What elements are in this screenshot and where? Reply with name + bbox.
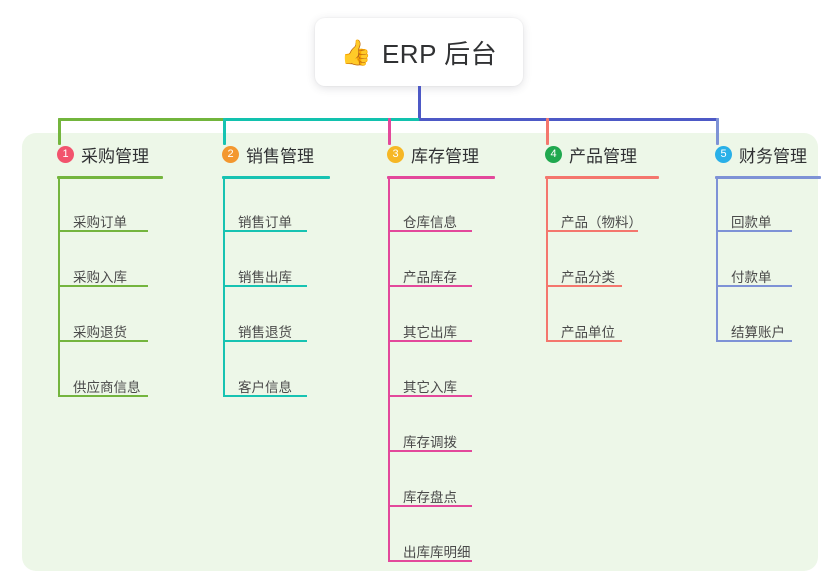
leaf-item[interactable]: 回款单: [731, 215, 772, 230]
leaf-item[interactable]: 销售出库: [238, 270, 292, 285]
leaf-underline: [716, 285, 792, 287]
branch-underline-5: [715, 176, 821, 179]
branch-spine-2: [223, 179, 225, 395]
leaf-underline: [388, 560, 472, 562]
leaf-item[interactable]: 结算账户: [731, 325, 785, 340]
branch-header-4[interactable]: 4 产品管理: [529, 140, 637, 168]
leaf-underline: [546, 230, 638, 232]
leaf-item[interactable]: 销售订单: [238, 215, 292, 230]
branch-column-4: 4 产品管理产品（物料） 产品分类产品单位: [529, 140, 659, 342]
leaf-underline: [388, 450, 472, 452]
root-node-card[interactable]: 👍 ERP 后台: [315, 18, 523, 86]
bus-segment-3: [419, 118, 719, 121]
leaf-item[interactable]: 出库库明细: [403, 545, 471, 560]
leaf-item[interactable]: 产品（物料）: [561, 215, 642, 230]
branch-drop-1: [58, 118, 61, 145]
leaf-item[interactable]: 库存盘点: [403, 490, 457, 505]
leaf-item[interactable]: 客户信息: [238, 380, 292, 395]
branch-drop-5: [716, 118, 719, 145]
branch-spine-4: [546, 179, 548, 340]
branch-header-1[interactable]: 1 采购管理: [41, 140, 149, 168]
branch-underline-1: [57, 176, 163, 179]
leaf-underline: [58, 285, 148, 287]
branch-underline-3: [387, 176, 495, 179]
leaf-underline: [223, 230, 307, 232]
branch-badge-1: 1: [57, 145, 74, 163]
leaf-underline: [58, 395, 148, 397]
leaf-underline: [388, 230, 472, 232]
branch-title-1: 采购管理: [81, 146, 149, 166]
leaf-item[interactable]: 其它出库: [403, 325, 457, 340]
branch-column-3: 3 库存管理仓库信息产品库存其它出库其它入库库存调拨库存盘点出库库明细: [371, 140, 495, 562]
bus-segment-1: [58, 118, 226, 121]
branch-badge-3: 3: [387, 145, 404, 163]
leaf-item[interactable]: 其它入库: [403, 380, 457, 395]
branch-column-1: 1 采购管理采购订单采购入库采购退货供应商信息: [41, 140, 163, 397]
branch-header-3[interactable]: 3 库存管理: [371, 140, 479, 168]
leaf-underline: [223, 285, 307, 287]
leaf-underline: [58, 340, 148, 342]
leaf-underline: [388, 395, 472, 397]
branch-column-5: 5 财务管理回款单付款单结算账户: [699, 140, 821, 342]
leaf-item[interactable]: 采购订单: [73, 215, 127, 230]
branch-title-2: 销售管理: [246, 146, 314, 166]
leaf-underline: [546, 340, 622, 342]
leaf-underline: [716, 340, 792, 342]
thumbs-up-icon: 👍: [340, 37, 372, 67]
leaf-item[interactable]: 仓库信息: [403, 215, 457, 230]
leaf-underline: [223, 395, 307, 397]
branch-badge-4: 4: [545, 145, 562, 163]
leaf-underline: [716, 230, 792, 232]
leaf-underline: [388, 285, 472, 287]
root-connector-stem: [418, 86, 421, 121]
branch-drop-4: [546, 118, 549, 145]
leaf-item[interactable]: 销售退货: [238, 325, 292, 340]
branch-title-4: 产品管理: [569, 146, 637, 166]
leaf-item[interactable]: 产品单位: [561, 325, 615, 340]
branch-badge-5: 5: [715, 145, 732, 163]
branch-underline-2: [222, 176, 330, 179]
branch-drop-3: [388, 118, 391, 145]
leaf-item[interactable]: 采购退货: [73, 325, 127, 340]
bus-segment-2: [223, 118, 422, 121]
leaf-underline: [388, 340, 472, 342]
leaf-item[interactable]: 付款单: [731, 270, 772, 285]
branch-underline-4: [545, 176, 659, 179]
branch-header-5[interactable]: 5 财务管理: [699, 140, 807, 168]
root-node-title: ERP 后台: [381, 38, 498, 69]
leaf-item[interactable]: 库存调拨: [403, 435, 457, 450]
branch-badge-2: 2: [222, 145, 239, 163]
leaf-underline: [546, 285, 622, 287]
branch-title-3: 库存管理: [411, 146, 479, 166]
leaf-item[interactable]: 供应商信息: [73, 380, 141, 395]
branch-spine-3: [388, 179, 390, 560]
branch-header-2[interactable]: 2 销售管理: [206, 140, 314, 168]
branch-title-5: 财务管理: [739, 146, 807, 166]
branch-drop-2: [223, 118, 226, 145]
branch-column-2: 2 销售管理销售订单销售出库销售退货客户信息: [206, 140, 330, 397]
leaf-item[interactable]: 采购入库: [73, 270, 127, 285]
branch-spine-5: [716, 179, 718, 340]
leaf-underline: [388, 505, 472, 507]
leaf-underline: [223, 340, 307, 342]
leaf-item[interactable]: 产品分类: [561, 270, 615, 285]
leaf-underline: [58, 230, 148, 232]
branch-spine-1: [58, 179, 60, 395]
leaf-item[interactable]: 产品库存: [403, 270, 457, 285]
diagram-panel: [22, 133, 818, 571]
